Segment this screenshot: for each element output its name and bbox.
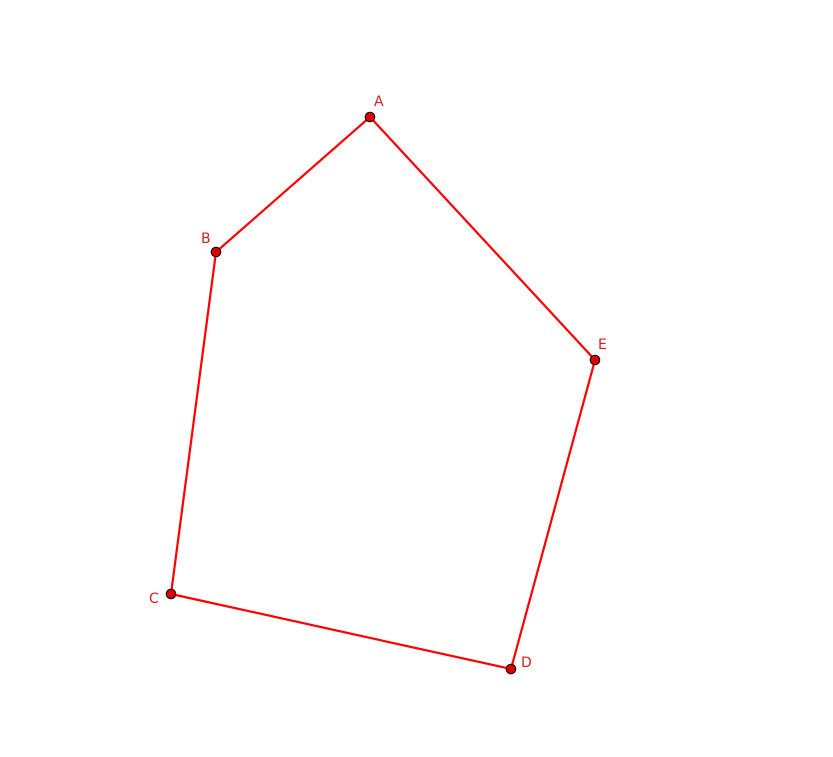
vertex-a[interactable]	[364, 111, 376, 123]
vertex-b[interactable]	[210, 246, 222, 258]
edge-bc	[169, 250, 218, 596]
edge-ea	[368, 115, 597, 362]
edge-cd	[169, 592, 513, 671]
vertex-label-c: C	[149, 591, 159, 607]
edge-de	[509, 358, 597, 671]
edge-ab	[214, 115, 372, 254]
labels-layer: A B C D E	[149, 94, 607, 671]
vertex-label-e: E	[598, 337, 607, 353]
vertex-e[interactable]	[589, 354, 601, 366]
vertex-label-a: A	[374, 94, 384, 110]
vertices-layer	[165, 111, 601, 675]
vertex-label-d: D	[521, 655, 532, 671]
vertex-d[interactable]	[505, 663, 517, 675]
edges-layer	[169, 115, 597, 671]
vertex-c[interactable]	[165, 588, 177, 600]
vertex-label-b: B	[201, 231, 211, 247]
